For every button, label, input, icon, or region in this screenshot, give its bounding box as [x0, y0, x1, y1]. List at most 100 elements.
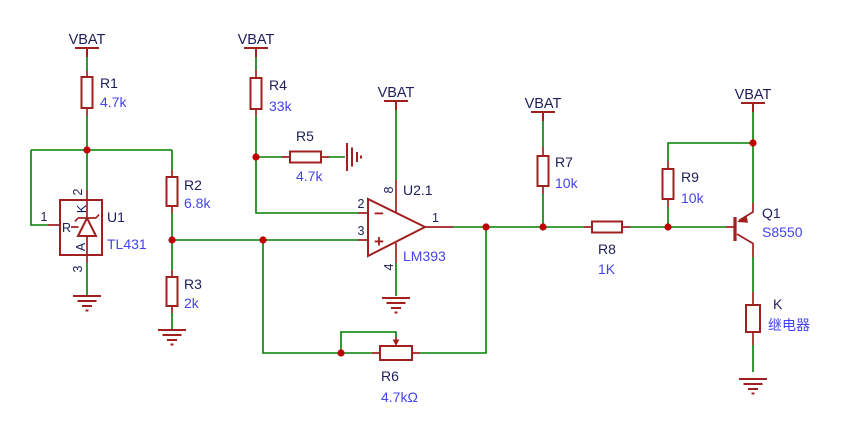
potentiometer-r6[interactable]: R6 4.7kΩ: [372, 337, 420, 405]
power-flag-vbat-4[interactable]: VBAT: [525, 96, 562, 121]
pnp-emitter-arrow-icon: [737, 215, 748, 223]
ground-symbol-u2[interactable]: [382, 297, 410, 314]
resistor-ref[interactable]: R4: [269, 77, 287, 93]
pin-number-2: 2: [71, 188, 85, 195]
resistor-body[interactable]: [249, 77, 263, 110]
resistor-ref[interactable]: R7: [555, 154, 573, 170]
inverting-input-sign: −: [374, 204, 384, 223]
resistor-value[interactable]: 4.7k: [296, 168, 323, 184]
ic-ref[interactable]: U2.1: [403, 182, 433, 198]
resistor-value[interactable]: 2k: [184, 295, 200, 311]
resistor-r1[interactable]: R1 4.7k: [80, 71, 128, 116]
power-flag-bar: [531, 111, 555, 121]
power-flag-bar: [741, 102, 765, 112]
power-flag-bar: [244, 47, 268, 57]
power-flag-vbat-2[interactable]: VBAT: [238, 32, 275, 57]
junction-dot: [83, 146, 91, 154]
pin-name-k: K: [75, 204, 89, 213]
resistor-r2[interactable]: R2 6.8k: [165, 170, 212, 213]
pot-body[interactable]: [379, 345, 413, 361]
shunt-regulator-u1[interactable]: 1 2 3 K A R U1 TL431: [41, 188, 147, 272]
power-flag-vbat-3[interactable]: VBAT: [378, 85, 415, 110]
resistor-body[interactable]: [591, 220, 623, 234]
resistor-value[interactable]: 10k: [555, 175, 579, 191]
resistor-body[interactable]: [536, 155, 550, 187]
transistor-ref[interactable]: Q1: [762, 205, 781, 221]
resistor-r4[interactable]: R4 33k: [249, 70, 293, 116]
resistor-ref[interactable]: R5: [296, 128, 314, 144]
resistor-r9[interactable]: R9 10k: [661, 161, 705, 207]
tl431-diode-icon: [76, 215, 98, 237]
junction-dot: [168, 236, 176, 244]
ic-value[interactable]: TL431: [107, 236, 147, 252]
resistor-body[interactable]: [165, 276, 179, 307]
ic-body[interactable]: [59, 199, 103, 256]
power-flag-bar: [384, 100, 408, 110]
pin-number-2: 2: [358, 197, 365, 211]
junction-dot: [337, 349, 345, 357]
ic-ref[interactable]: U1: [107, 209, 125, 225]
resistor-ref[interactable]: R2: [184, 177, 202, 193]
resistor-body[interactable]: [165, 176, 179, 207]
wire-segment[interactable]: [86, 239, 372, 354]
opamp-triangle[interactable]: [367, 197, 428, 258]
net-label-vbat[interactable]: VBAT: [525, 96, 562, 112]
resistor-r8[interactable]: R8 1K: [584, 220, 630, 278]
relay-k[interactable]: K 继电器: [745, 292, 810, 345]
ground-symbol-relay[interactable]: [739, 378, 767, 395]
ground-symbol-r5[interactable]: [346, 143, 362, 171]
resistor-ref[interactable]: R8: [598, 241, 616, 257]
power-flag-vbat-5[interactable]: VBAT: [735, 87, 772, 112]
relay-value[interactable]: 继电器: [768, 317, 810, 333]
resistor-body[interactable]: [661, 168, 675, 200]
resistor-r7[interactable]: R7 10k: [536, 147, 579, 194]
resistor-ref[interactable]: R3: [184, 276, 202, 292]
resistor-body[interactable]: [80, 76, 94, 109]
relay-ref[interactable]: K: [773, 296, 783, 312]
ground-symbol-r3[interactable]: [158, 329, 186, 346]
junction-dot: [749, 139, 757, 147]
power-flag-vbat-1[interactable]: VBAT: [69, 32, 106, 57]
junction-dot: [664, 223, 672, 231]
resistor-value[interactable]: 1K: [598, 261, 616, 277]
opamp-u2-1[interactable]: − + 2 3 1 8 4 U2.1 LM393: [358, 180, 453, 270]
resistor-ref[interactable]: R1: [100, 75, 118, 91]
ground-icon: [739, 378, 767, 395]
ic-pins: [48, 190, 88, 263]
net-label-vbat[interactable]: VBAT: [238, 32, 275, 48]
pot-value[interactable]: 4.7kΩ: [381, 389, 418, 405]
net-label-vbat[interactable]: VBAT: [378, 85, 415, 101]
pin-number-3: 3: [358, 224, 365, 238]
pot-ref[interactable]: R6: [381, 368, 399, 384]
relay-body[interactable]: [745, 304, 761, 333]
junction-dots: [83, 139, 757, 357]
net-label-vbat[interactable]: VBAT: [735, 87, 772, 103]
junction-dot: [482, 223, 490, 231]
resistor-value[interactable]: 10k: [681, 190, 705, 206]
transistor-q1[interactable]: Q1 S8550: [726, 203, 803, 257]
resistor-value[interactable]: 6.8k: [184, 195, 211, 211]
opamp-pins: [358, 180, 453, 263]
wire-segment[interactable]: [340, 110, 584, 353]
wire-nets[interactable]: [30, 57, 754, 372]
resistor-value[interactable]: 33k: [269, 98, 293, 114]
net-label-vbat[interactable]: VBAT: [69, 32, 106, 48]
wire-segment[interactable]: [420, 121, 726, 354]
ground-icon: [158, 329, 186, 346]
transistor-pins: [726, 203, 754, 257]
wire-segment[interactable]: [255, 57, 358, 214]
resistor-r5[interactable]: R5 4.7k: [282, 128, 329, 184]
wire-segment[interactable]: [30, 57, 173, 240]
resistor-body[interactable]: [289, 150, 322, 164]
ground-icon: [382, 297, 410, 314]
resistor-ref[interactable]: R9: [681, 169, 699, 185]
resistor-r3[interactable]: R3 2k: [165, 270, 203, 313]
transistor-value[interactable]: S8550: [762, 224, 803, 240]
wire-segment[interactable]: [667, 112, 754, 372]
ic-value[interactable]: LM393: [403, 248, 446, 264]
pin-name-a: A: [74, 242, 88, 251]
pin-number-8: 8: [382, 186, 396, 193]
resistor-value[interactable]: 4.7k: [100, 94, 127, 110]
ground-symbol-u1[interactable]: [73, 295, 101, 312]
